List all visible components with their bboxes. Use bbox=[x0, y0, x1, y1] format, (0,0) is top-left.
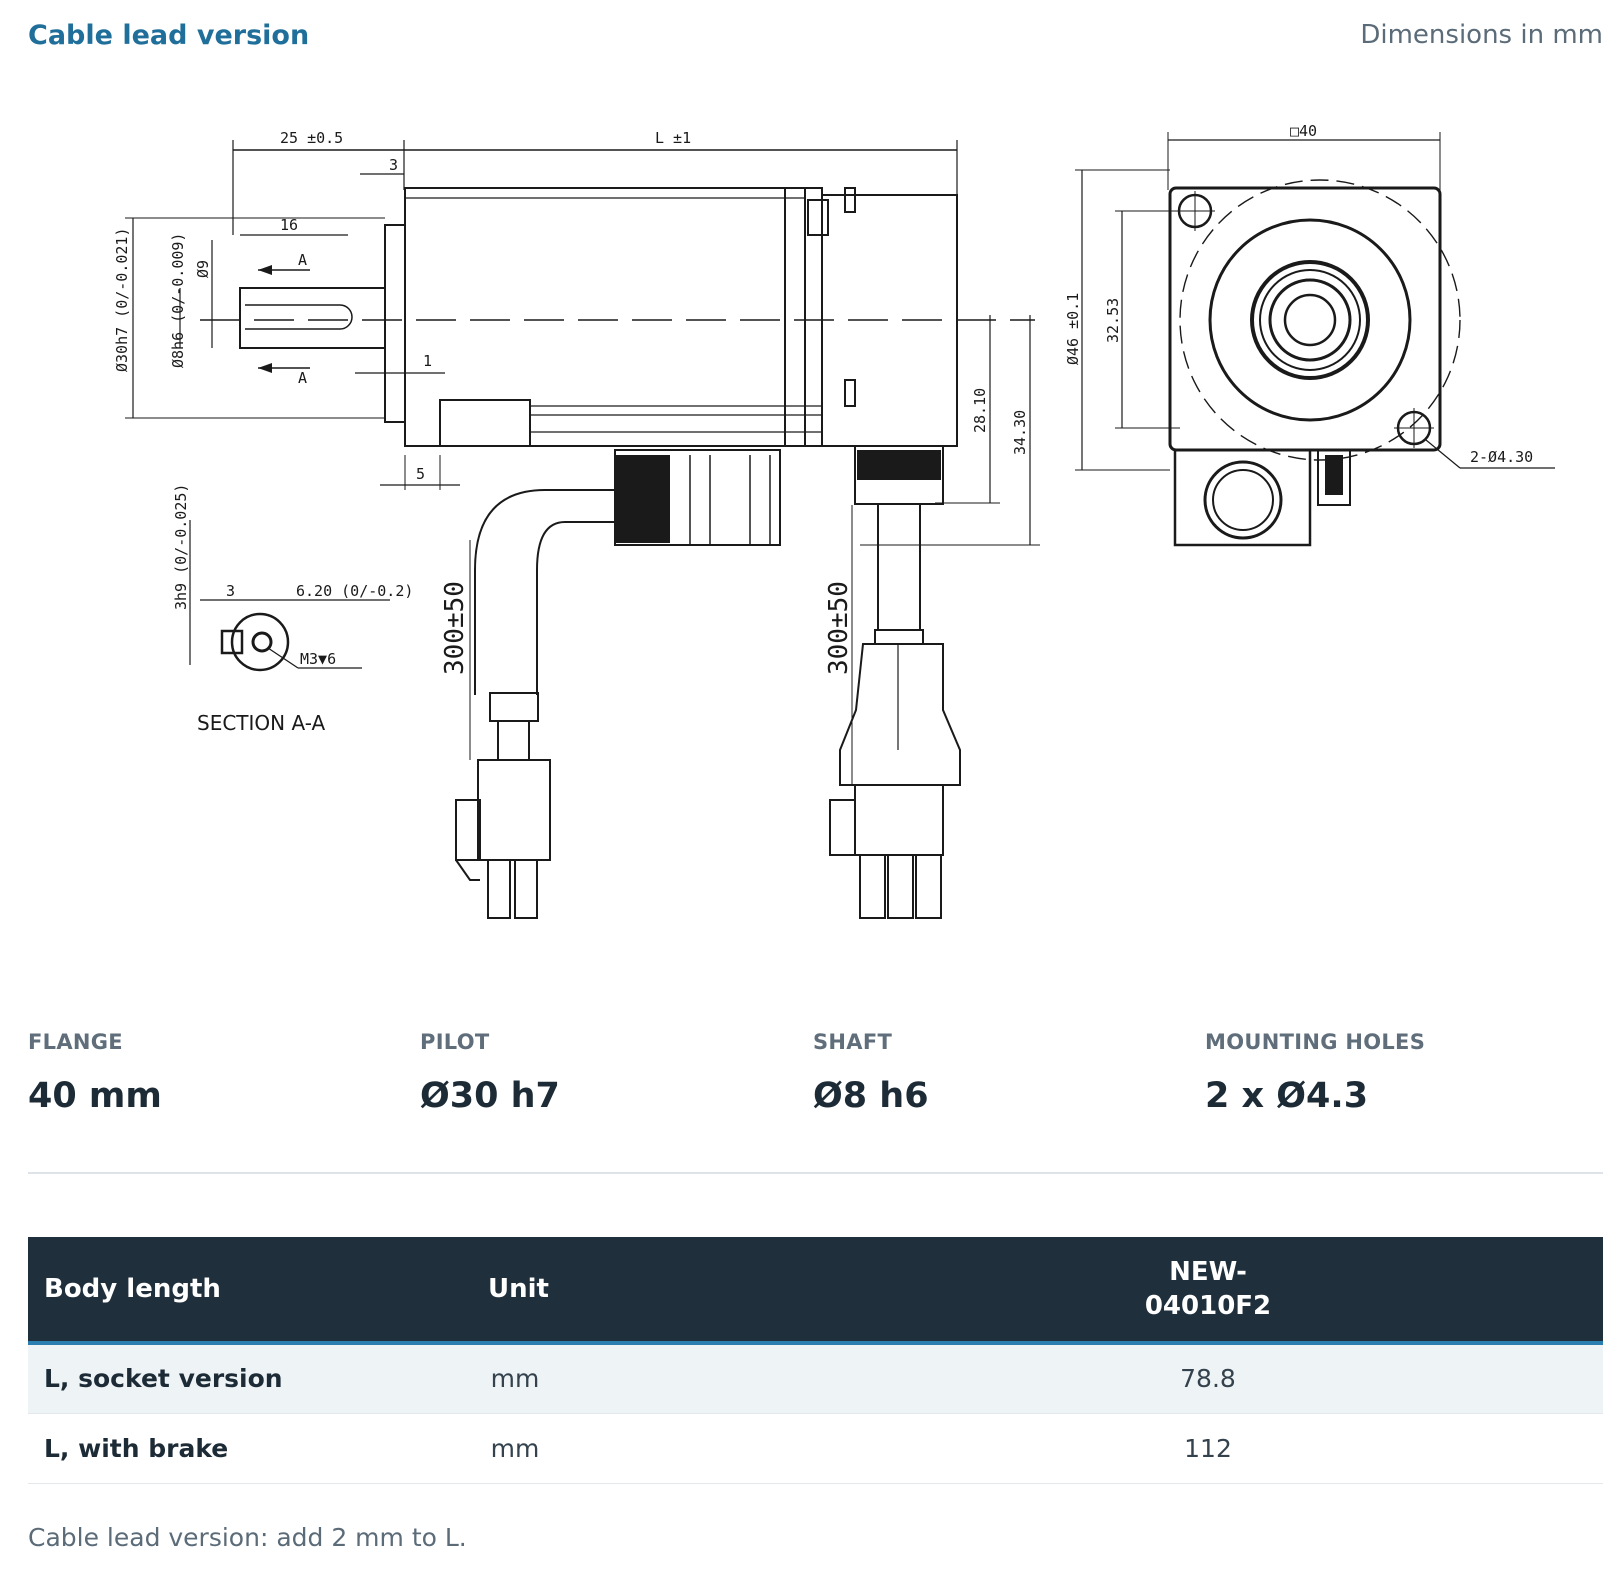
dim-a-top: A bbox=[298, 251, 307, 269]
dim-bolt-circle: Ø46 ±0.1 bbox=[1064, 293, 1082, 365]
dim-5: 5 bbox=[416, 465, 425, 483]
header-spacer bbox=[1308, 1237, 1603, 1343]
section-label: SECTION A-A bbox=[197, 711, 326, 735]
row-value: 78.8 bbox=[1108, 1343, 1308, 1414]
cable-left-length: 300±50 bbox=[440, 581, 470, 675]
table-row: L, socket version mm 78.8 bbox=[28, 1343, 1603, 1414]
spec-value: 2 x Ø4.3 bbox=[1205, 1076, 1369, 1116]
spec-mounting-holes: MOUNTING HOLES 2 x Ø4.3 bbox=[1205, 1030, 1565, 1116]
table-header-row: Body length Unit NEW- 04010F2 bbox=[28, 1237, 1603, 1343]
spec-label: MOUNTING HOLES bbox=[1205, 1030, 1426, 1054]
dim-34: 34.30 bbox=[1011, 410, 1029, 455]
dim-key-3: 3 bbox=[226, 582, 235, 600]
dim-pilot: Ø30h7 (0/-0.021) bbox=[113, 228, 131, 373]
spec-label: SHAFT bbox=[813, 1030, 893, 1054]
cable-right-length: 300±50 bbox=[824, 581, 854, 675]
dim-shaft: Ø8h6 (0/-0.009) bbox=[169, 233, 187, 368]
spec-summary: FLANGE 40 mm PILOT Ø30 h7 SHAFT Ø8 h6 MO… bbox=[28, 1030, 1603, 1130]
spec-pilot: PILOT Ø30 h7 bbox=[420, 1030, 780, 1116]
dim-shaft-flange: 25 ±0.5 bbox=[280, 129, 343, 147]
dim-3: 3 bbox=[389, 156, 398, 174]
dim-28: 28.10 bbox=[971, 388, 989, 433]
dim-length: L ±1 bbox=[655, 129, 691, 147]
units-note: Dimensions in mm bbox=[1360, 20, 1603, 50]
row-label: L, with brake bbox=[28, 1413, 488, 1484]
dim-thread: M3▼6 bbox=[300, 650, 336, 668]
divider bbox=[28, 1172, 1603, 1174]
dim-holes: 2-Ø4.30 bbox=[1470, 448, 1533, 466]
dim-key-depth: 6.20 (0/-0.2) bbox=[296, 582, 413, 600]
row-label: L, socket version bbox=[28, 1343, 488, 1414]
spec-value: 40 mm bbox=[28, 1076, 162, 1116]
header-body-length: Body length bbox=[44, 1274, 221, 1304]
dim-16: 16 bbox=[280, 216, 298, 234]
spec-shaft: SHAFT Ø8 h6 bbox=[813, 1030, 1173, 1116]
header-model: NEW- 04010F2 bbox=[1144, 1257, 1272, 1321]
row-value: 112 bbox=[1108, 1413, 1308, 1484]
page-header: Cable lead version Dimensions in mm bbox=[28, 18, 1603, 58]
dim-a-bottom: A bbox=[298, 369, 307, 387]
table-row: L, with brake mm 112 bbox=[28, 1413, 1603, 1484]
spec-value: Ø30 h7 bbox=[420, 1076, 560, 1116]
spec-label: PILOT bbox=[420, 1030, 490, 1054]
dim-phi9: Ø9 bbox=[194, 260, 212, 278]
dim-square: □40 bbox=[1290, 122, 1317, 140]
dimension-drawing: 25 ±0.5 L ±1 3 16 A A bbox=[0, 110, 1619, 970]
footnote: Cable lead version: add 2 mm to L. bbox=[28, 1523, 467, 1552]
spec-value: Ø8 h6 bbox=[813, 1076, 929, 1116]
header-unit: Unit bbox=[488, 1274, 549, 1304]
motor-drawing-svg: 25 ±0.5 L ±1 3 16 A A bbox=[113, 122, 1555, 919]
dim-hole-spacing: 32.53 bbox=[1104, 298, 1122, 343]
spec-flange: FLANGE 40 mm bbox=[28, 1030, 388, 1116]
dim-key-width: 3h9 (0/-0.025) bbox=[172, 484, 190, 610]
page-title: Cable lead version bbox=[28, 20, 310, 51]
dimensions-table: Body length Unit NEW- 04010F2 L, socket … bbox=[28, 1237, 1603, 1484]
row-unit: mm bbox=[488, 1413, 1108, 1484]
spec-label: FLANGE bbox=[28, 1030, 123, 1054]
row-unit: mm bbox=[488, 1343, 1108, 1414]
dim-1: 1 bbox=[423, 352, 432, 370]
